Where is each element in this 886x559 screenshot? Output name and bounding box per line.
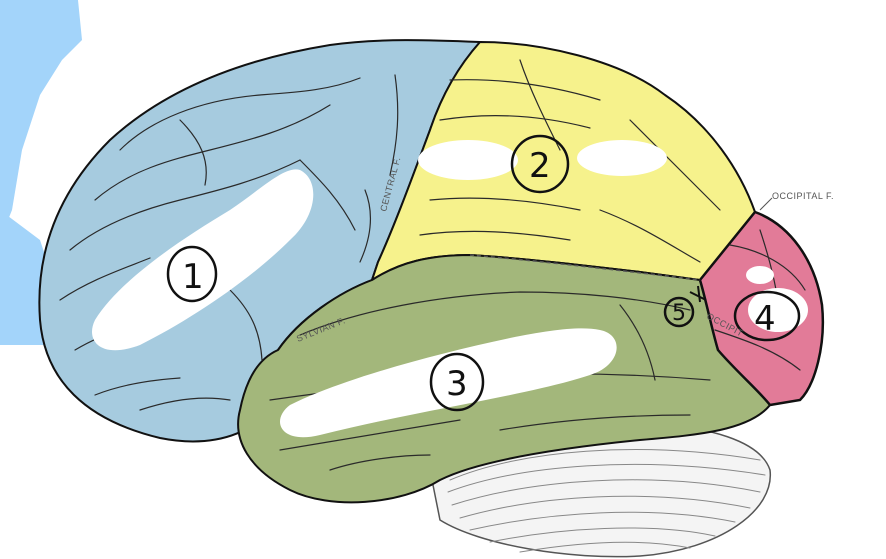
- marker-5-text: 5: [672, 301, 686, 326]
- marker-3-text: 3: [446, 364, 468, 404]
- background-blue-shape: [0, 0, 82, 345]
- marker-3: 3: [429, 352, 485, 412]
- frontal-gyri: [59, 74, 399, 411]
- occipital-leader-line: [759, 197, 773, 211]
- marker-1: 1: [166, 245, 218, 303]
- label-occipital-fissure: OCCIPITAL F.: [772, 191, 834, 201]
- marker-5: 5: [663, 285, 707, 328]
- parietal-gyri: [419, 59, 721, 263]
- parieto-temporal-boundary: [469, 254, 701, 281]
- marker-2: 2: [510, 134, 570, 194]
- marker-1-text: 1: [182, 257, 204, 297]
- marker-2-text: 2: [529, 146, 551, 186]
- marker-4-text: 4: [754, 299, 776, 339]
- marker-4: 4: [733, 290, 801, 342]
- erased-label-blotches: [92, 140, 808, 438]
